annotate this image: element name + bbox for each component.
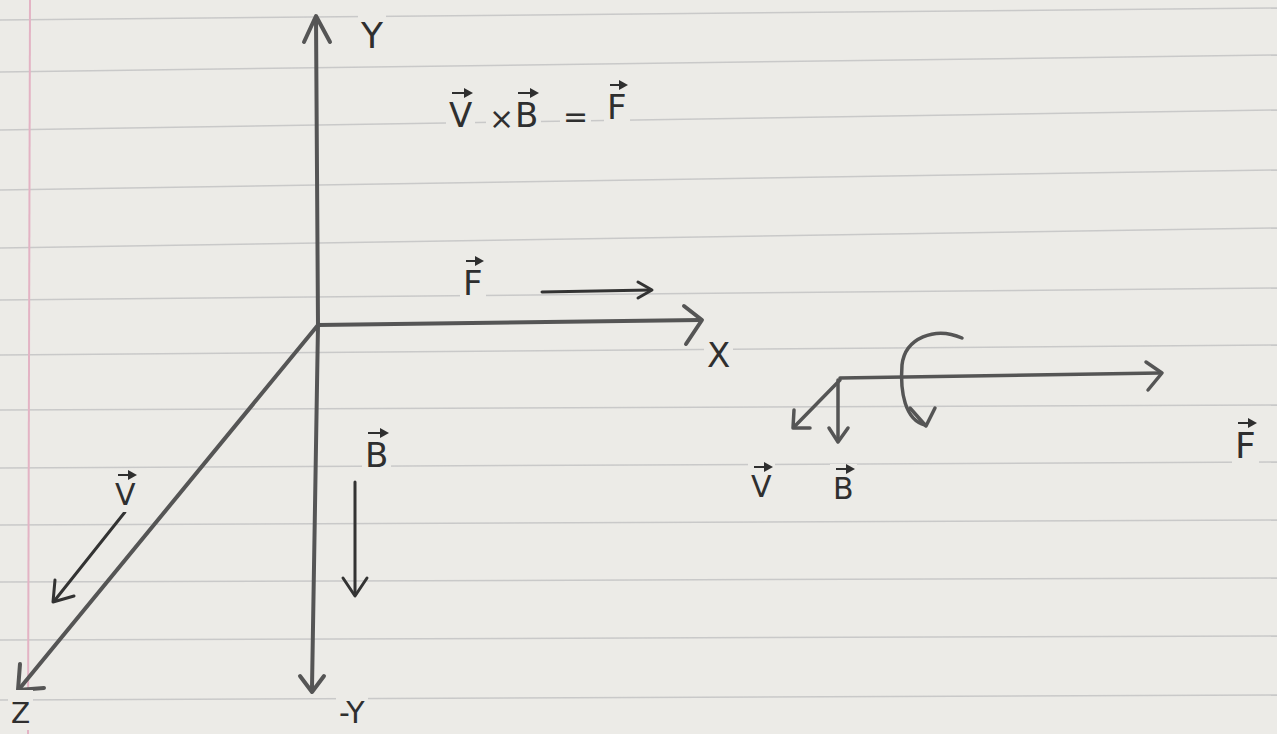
y-arrowhead	[304, 16, 330, 42]
field-arrowhead	[343, 578, 367, 596]
vector-symbol: V	[748, 462, 775, 504]
z-axis	[20, 325, 318, 688]
vector-symbol: B	[512, 88, 541, 134]
small-field-arrow	[836, 380, 840, 438]
minus-y-axis	[312, 325, 318, 688]
vector-symbol: V	[112, 470, 139, 512]
field-arrow	[354, 482, 357, 594]
small-velocity-arrow	[795, 380, 840, 426]
small-force-arrowhead	[1146, 362, 1162, 390]
small-field-arrowhead	[829, 428, 848, 442]
force-arrowhead	[638, 282, 652, 298]
axis-label: X	[704, 328, 733, 374]
vector-symbol: F	[1232, 418, 1259, 466]
vector-symbol: F	[604, 80, 630, 126]
vector-symbol: B	[362, 428, 391, 474]
z-arrowhead	[18, 664, 44, 690]
y-axis	[316, 18, 318, 325]
small-velocity-arrowhead	[793, 410, 810, 428]
rotation-curl	[902, 333, 962, 425]
small-force-line	[840, 373, 1160, 378]
force-arrow	[542, 290, 650, 292]
x-axis	[318, 320, 700, 325]
operator-symbol: =	[560, 92, 591, 134]
x-arrowhead	[684, 306, 702, 344]
vector-symbol: V	[446, 88, 475, 134]
ruled-lines	[0, 8, 1277, 700]
axis-label: Z	[8, 690, 33, 730]
vector-symbol: F	[460, 256, 486, 302]
velocity-arrowhead	[53, 580, 74, 602]
axis-label: -Y	[336, 688, 368, 730]
rotation-arrowhead	[910, 408, 935, 426]
margin-line	[28, 0, 30, 734]
velocity-arrow	[55, 512, 125, 600]
minus-y-arrowhead	[300, 676, 324, 692]
axis-label: Y	[358, 8, 386, 56]
vector-symbol: B	[830, 464, 857, 506]
